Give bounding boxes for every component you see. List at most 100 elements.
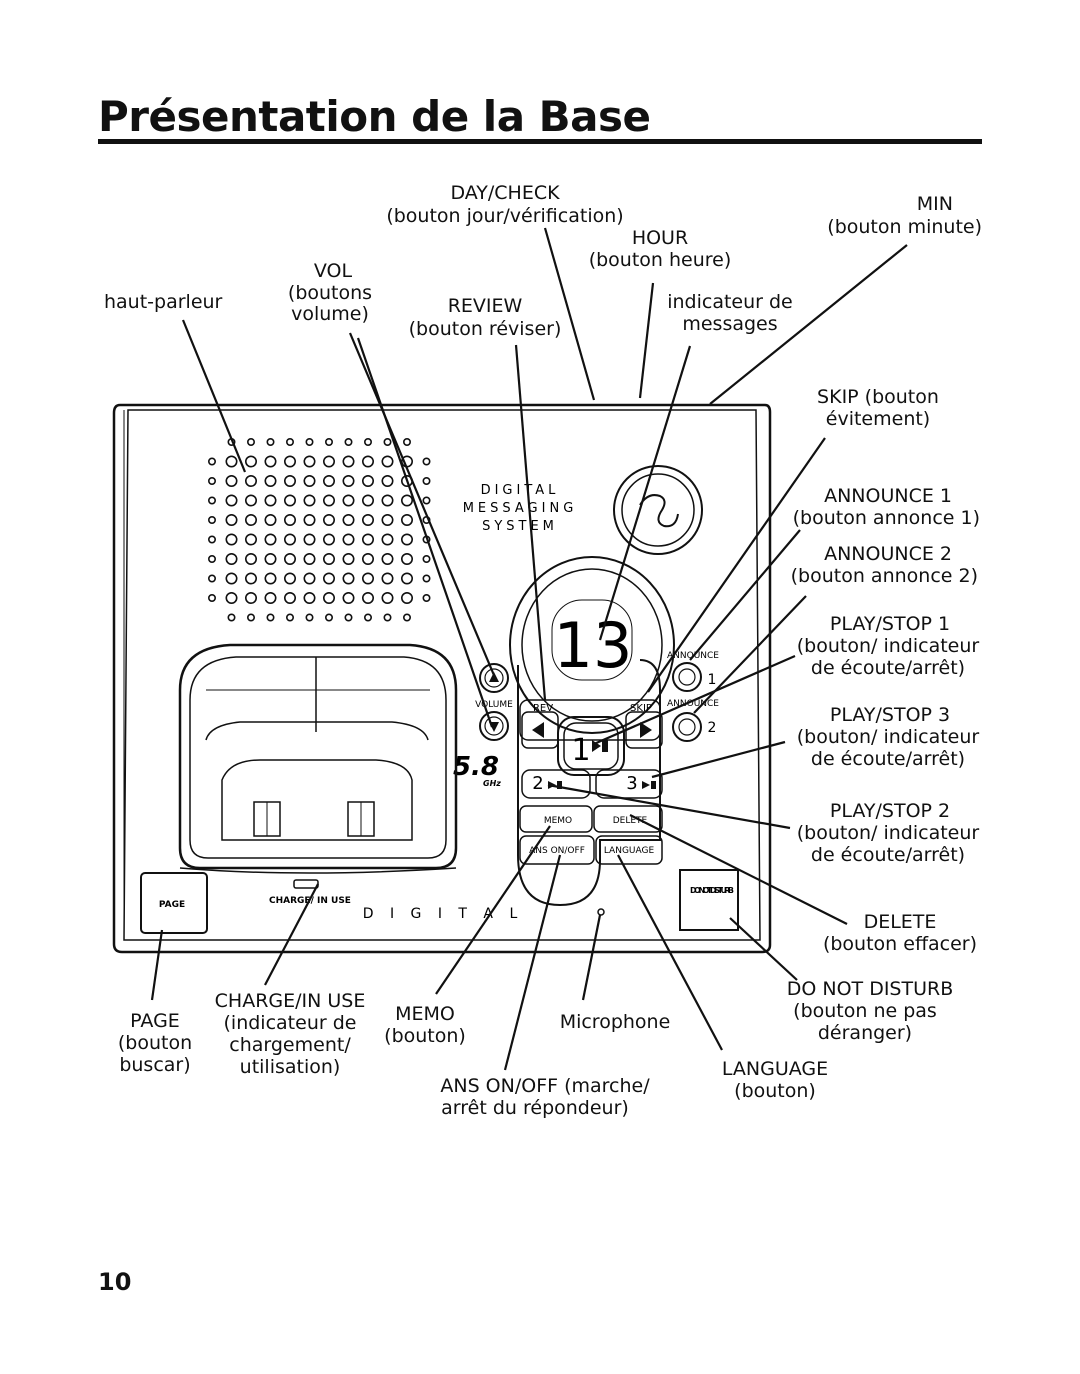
announce-2-number: 2 <box>708 720 717 736</box>
grille-hole <box>208 476 217 485</box>
play-stop-3-button[interactable] <box>595 769 663 799</box>
label-min: MIN <box>916 193 953 215</box>
rev-label: REV <box>533 703 553 714</box>
grille-hole <box>422 554 431 563</box>
grille-hole <box>342 552 355 565</box>
page-button[interactable] <box>140 872 208 934</box>
delete-button[interactable] <box>593 805 663 833</box>
grille-hole <box>303 455 316 468</box>
grille-hole <box>283 533 296 546</box>
label-charge-desc-1: (indicateur de <box>223 1012 357 1034</box>
grille-hole <box>283 455 296 468</box>
grille-hole <box>383 613 392 622</box>
announce-2-button[interactable] <box>672 712 702 742</box>
play-stop-1-button[interactable] <box>557 716 625 776</box>
grille-hole <box>361 494 374 507</box>
grille-hole <box>283 591 296 604</box>
grille-hole <box>225 533 238 546</box>
announce-2-label: ANNOUNCE <box>667 699 719 709</box>
grille-hole <box>225 455 238 468</box>
grille-hole <box>225 494 238 507</box>
rev-button[interactable] <box>521 711 559 749</box>
grille-hole <box>247 437 256 446</box>
grille-hole <box>400 533 413 546</box>
grille-hole <box>422 496 431 505</box>
grille-hole <box>245 474 258 487</box>
label-play-stop-2-desc-2: de écoute/arrêt) <box>810 844 966 866</box>
volume-label: VOLUME <box>475 700 513 710</box>
label-speaker: haut-parleur <box>104 291 223 313</box>
grille-hole <box>322 533 335 546</box>
grille-hole <box>400 552 413 565</box>
grille-hole <box>303 533 316 546</box>
band-logo: 5.8 <box>453 752 499 782</box>
volume-down-button[interactable] <box>479 711 509 741</box>
callout-lines <box>150 227 908 1071</box>
grille-hole <box>283 494 296 507</box>
grille-hole <box>264 533 277 546</box>
label-page: PAGE <box>130 1010 180 1032</box>
grille-hole <box>266 613 275 622</box>
grille-hole <box>400 513 413 526</box>
grille-hole <box>422 457 431 466</box>
grille-hole <box>322 494 335 507</box>
play-stop-2-button[interactable] <box>521 769 591 799</box>
label-vol: VOL <box>313 260 353 282</box>
do-not-disturb-button[interactable] <box>679 869 739 931</box>
grille-hole <box>361 474 374 487</box>
language-label: LANGUAGE <box>604 846 655 856</box>
label-review: REVIEW <box>447 295 523 317</box>
grille-hole <box>381 474 394 487</box>
grille-hole <box>402 437 411 446</box>
grille-hole <box>400 572 413 585</box>
grille-hole <box>285 613 294 622</box>
label-do-not-disturb: DO NOT DISTURB <box>786 978 954 1000</box>
base-body <box>112 403 772 954</box>
label-play-stop-1-desc-2: de écoute/arrêt) <box>810 657 966 679</box>
grille-hole <box>264 572 277 585</box>
memo-label: MEMO <box>544 816 572 826</box>
label-language: LANGUAGE <box>721 1058 829 1080</box>
label-language-desc: (bouton) <box>734 1080 816 1102</box>
label-dnd-desc-1: (bouton ne pas <box>793 1000 937 1022</box>
control-cluster <box>517 659 661 907</box>
label-delete-desc: (bouton effacer) <box>822 933 978 955</box>
grille-hole <box>208 574 217 583</box>
label-page-desc-2: buscar) <box>119 1054 191 1076</box>
label-message-indicator-desc: messages <box>682 313 778 335</box>
grille-hole <box>324 437 333 446</box>
grille-hole <box>305 437 314 446</box>
language-button[interactable] <box>595 835 663 865</box>
label-ans-on-off-desc: arrêt du répondeur) <box>441 1097 629 1119</box>
grille-hole <box>342 494 355 507</box>
grille-hole <box>303 572 316 585</box>
label-microphone: Microphone <box>559 1011 671 1033</box>
play-3-number: 3 <box>626 773 637 794</box>
announce-1-button[interactable] <box>672 662 702 692</box>
label-announce-2: ANNOUNCE 2 <box>824 543 952 565</box>
label-play-stop-1-desc-1: (bouton/ indicateur <box>796 635 980 657</box>
grille-hole <box>383 437 392 446</box>
grille-hole <box>264 552 277 565</box>
grille-hole <box>264 513 277 526</box>
grille-hole <box>305 613 314 622</box>
band-unit: GHz <box>483 779 501 788</box>
page-number: 10 <box>98 1268 132 1296</box>
label-play-stop-3-desc-2: de écoute/arrêt) <box>810 748 966 770</box>
grille-hole <box>342 474 355 487</box>
speaker-grille <box>208 437 431 622</box>
grille-hole <box>245 591 258 604</box>
label-skip: SKIP (bouton <box>817 386 939 408</box>
memo-button[interactable] <box>519 805 593 833</box>
grille-hole <box>303 552 316 565</box>
label-day-check-desc: (bouton jour/vérification) <box>386 205 624 227</box>
grille-hole <box>266 437 275 446</box>
grille-hole <box>225 572 238 585</box>
grille-hole <box>245 552 258 565</box>
ans-on-off-label: ANS ON/OFF <box>529 846 585 856</box>
delete-label: DELETE <box>613 816 648 826</box>
charge-indicator <box>293 879 319 889</box>
grille-hole <box>322 455 335 468</box>
grille-hole <box>247 613 256 622</box>
